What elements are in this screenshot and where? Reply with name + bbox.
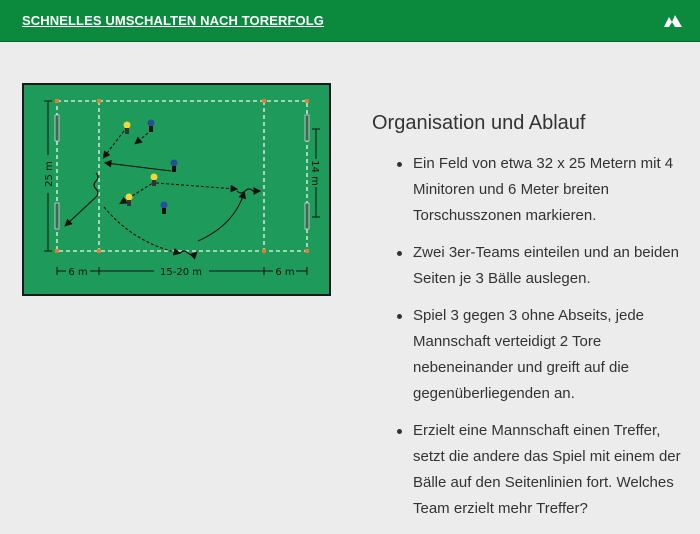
dim-middle-label: 15-20 m <box>160 267 202 278</box>
field-lines <box>56 100 308 252</box>
dim-zone-right-label: 6 m <box>275 267 294 278</box>
section-header[interactable]: SCHNELLES UMSCHALTEN NACH TORERFOLG <box>0 0 700 42</box>
field-cones <box>55 99 309 253</box>
dim-length-label: 25 m <box>44 161 55 187</box>
dim-width-label: 14 m <box>309 160 320 186</box>
bullet-item: Erzielt eine Mannschaft einen Treffer, s… <box>372 418 690 522</box>
mini-goals <box>54 114 310 230</box>
movement-arrows <box>64 126 262 260</box>
dimension-lines <box>44 100 320 275</box>
players <box>123 119 178 214</box>
section-title: Organisation und Ablauf <box>372 112 586 134</box>
section-header-title[interactable]: SCHNELLES UMSCHALTEN NACH TORERFOLG <box>22 13 325 28</box>
bullet-list: Ein Feld von etwa 32 x 25 Metern mit 4 M… <box>372 151 690 522</box>
bullet-item: Zwei 3er-Teams einteilen und an beiden S… <box>372 240 690 292</box>
bullet-item: Spiel 3 gegen 3 ohne Abseits, jede Manns… <box>372 303 690 407</box>
organization-section: Organisation und Ablauf Ein Feld von etw… <box>372 112 690 533</box>
training-field-diagram: 25 m 14 m 6 m 15-20 m 6 m <box>22 83 331 296</box>
dim-zone-left-label: 6 m <box>68 267 87 278</box>
bullet-item: Ein Feld von etwa 32 x 25 Metern mit 4 M… <box>372 151 690 229</box>
mountain-collapse-icon[interactable] <box>664 14 682 28</box>
